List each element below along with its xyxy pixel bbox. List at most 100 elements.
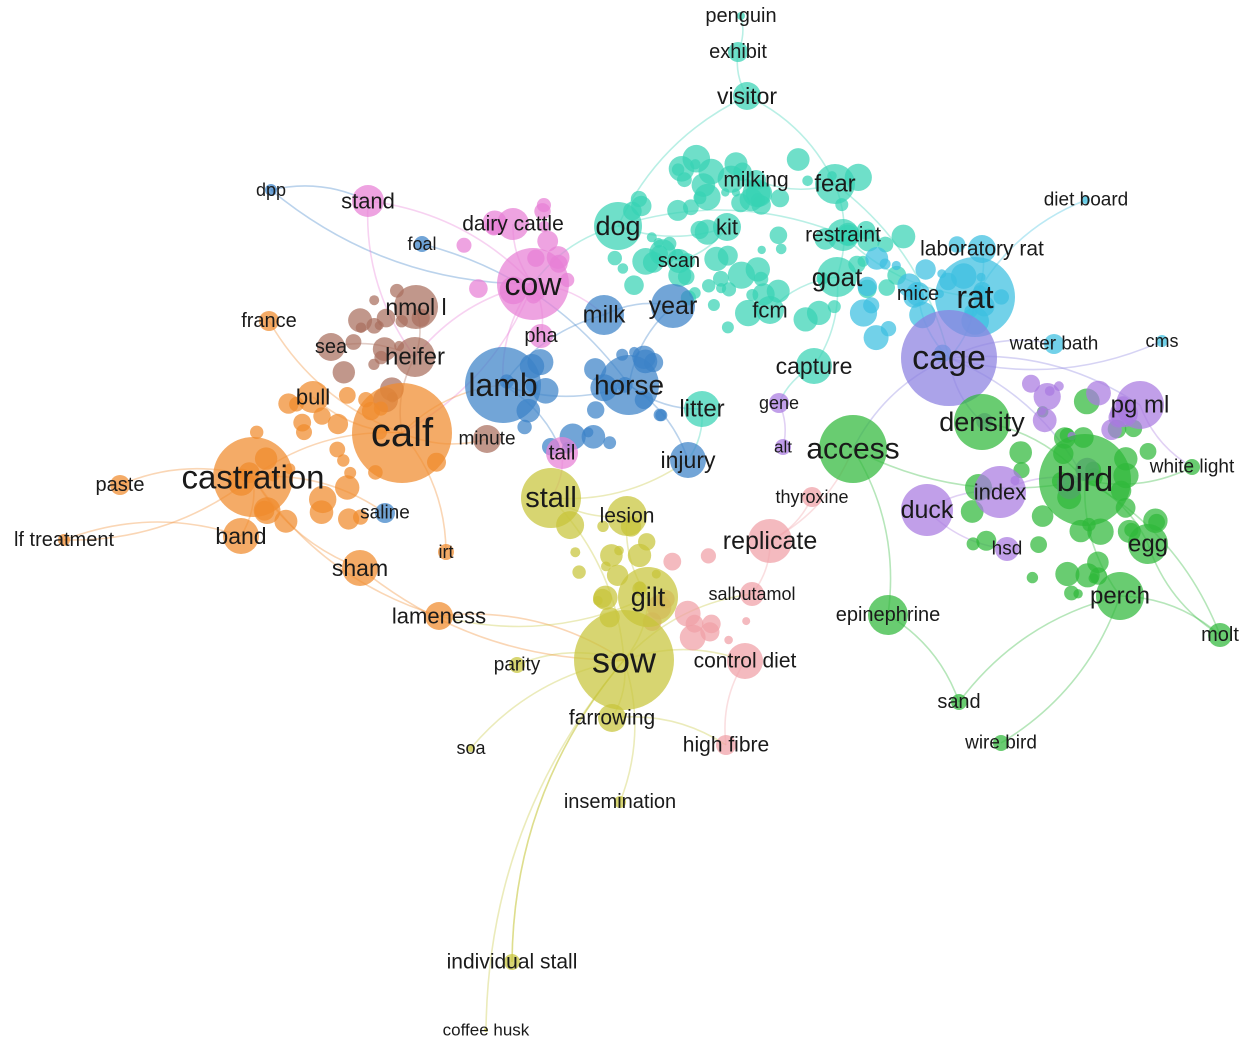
term-node-salbutamol[interactable] bbox=[740, 582, 764, 606]
term-node-visitor[interactable] bbox=[733, 82, 761, 110]
term-node-mice[interactable] bbox=[906, 282, 930, 306]
term-node-lameness[interactable] bbox=[425, 602, 453, 630]
term-node-high-fibre[interactable] bbox=[716, 735, 736, 755]
term-node-scan[interactable] bbox=[667, 249, 691, 273]
term-node-bull[interactable] bbox=[297, 381, 329, 413]
term-node-milking[interactable] bbox=[746, 170, 766, 190]
term-node-injury[interactable] bbox=[670, 442, 706, 478]
term-node-sham[interactable] bbox=[342, 550, 378, 586]
term-node-density[interactable] bbox=[954, 394, 1010, 450]
term-node-lamb[interactable] bbox=[465, 347, 541, 423]
term-node-minute[interactable] bbox=[473, 425, 501, 453]
term-node-dpp[interactable] bbox=[265, 184, 277, 196]
term-node-fear[interactable] bbox=[815, 164, 855, 204]
term-node-year[interactable] bbox=[651, 284, 695, 328]
term-node-stall[interactable] bbox=[521, 468, 581, 528]
term-label-pg-ml: pg ml bbox=[1111, 392, 1170, 419]
term-node-bird[interactable] bbox=[1039, 434, 1131, 526]
term-node-horse[interactable] bbox=[599, 355, 659, 415]
term-node-castration[interactable] bbox=[213, 437, 293, 517]
term-node-replicate[interactable] bbox=[748, 519, 792, 563]
background-node bbox=[335, 475, 360, 500]
term-node-pg-ml[interactable] bbox=[1116, 381, 1164, 429]
term-node-restraint[interactable] bbox=[827, 219, 859, 251]
term-node-duck[interactable] bbox=[901, 484, 953, 536]
term-node-epinephrine[interactable] bbox=[868, 595, 908, 635]
term-node-soa[interactable] bbox=[467, 744, 475, 752]
term-node-coffee-husk[interactable] bbox=[484, 1028, 488, 1032]
term-label-replicate: replicate bbox=[723, 527, 818, 555]
term-node-kit[interactable] bbox=[713, 213, 741, 241]
term-node-nmol-l[interactable] bbox=[394, 285, 438, 329]
term-node-access[interactable] bbox=[819, 415, 887, 483]
term-node-index[interactable] bbox=[974, 466, 1026, 518]
term-node-diet-board[interactable] bbox=[1082, 196, 1090, 204]
term-node-litter[interactable] bbox=[684, 391, 720, 427]
term-node-thyroxine[interactable] bbox=[802, 487, 822, 507]
term-node-calf[interactable] bbox=[352, 383, 452, 483]
term-node-gene[interactable] bbox=[769, 393, 789, 413]
term-node-farrowing[interactable] bbox=[598, 704, 626, 732]
term-node-band[interactable] bbox=[223, 518, 259, 554]
background-node bbox=[750, 193, 766, 208]
term-node-stand[interactable] bbox=[352, 185, 384, 217]
term-node-laboratory-rat[interactable] bbox=[968, 235, 996, 263]
term-node-foal[interactable] bbox=[414, 236, 430, 252]
term-node-cow[interactable] bbox=[497, 248, 569, 320]
term-node-dairy-cattle[interactable] bbox=[497, 208, 529, 240]
term-node-molt[interactable] bbox=[1208, 623, 1232, 647]
term-node-goat[interactable] bbox=[817, 257, 857, 297]
term-node-wire-bird[interactable] bbox=[993, 735, 1009, 751]
term-node-heifer[interactable] bbox=[395, 337, 435, 377]
background-node bbox=[597, 520, 609, 532]
term-node-saline[interactable] bbox=[375, 503, 395, 523]
term-node-sow[interactable] bbox=[574, 610, 674, 710]
term-label-visitor: visitor bbox=[717, 83, 777, 109]
term-node-parity[interactable] bbox=[509, 657, 525, 673]
term-label-scan: scan bbox=[658, 250, 700, 272]
network-edge bbox=[958, 595, 1121, 703]
term-node-egg[interactable] bbox=[1128, 524, 1168, 564]
term-label-stand: stand bbox=[341, 189, 395, 214]
term-label-cow: cow bbox=[505, 266, 563, 302]
background-node bbox=[724, 152, 748, 176]
term-node-perch[interactable] bbox=[1096, 572, 1144, 620]
background-node bbox=[769, 226, 788, 245]
term-node-sand[interactable] bbox=[951, 694, 967, 710]
term-node-paste[interactable] bbox=[110, 475, 130, 495]
background-node bbox=[517, 419, 532, 435]
term-node-individual-stall[interactable] bbox=[504, 954, 520, 970]
background-node bbox=[376, 308, 396, 328]
term-node-exhibit[interactable] bbox=[728, 42, 748, 62]
term-label-bull: bull bbox=[296, 385, 330, 410]
background-node bbox=[878, 279, 895, 296]
background-node bbox=[671, 163, 685, 176]
term-node-penguin[interactable] bbox=[737, 12, 745, 20]
term-label-capture: capture bbox=[776, 353, 853, 379]
term-node-fcm[interactable] bbox=[756, 296, 784, 324]
term-node-cage[interactable] bbox=[901, 310, 997, 406]
term-label-epinephrine: epinephrine bbox=[836, 604, 941, 626]
term-node-water-bath[interactable] bbox=[1044, 334, 1064, 354]
term-node-france[interactable] bbox=[259, 311, 279, 331]
term-node-lf-treatment[interactable] bbox=[58, 534, 70, 546]
term-node-control-diet[interactable] bbox=[727, 643, 763, 679]
background-node bbox=[662, 236, 677, 251]
background-node bbox=[250, 425, 264, 439]
term-node-alt[interactable] bbox=[775, 439, 791, 455]
term-node-irt[interactable] bbox=[438, 544, 454, 560]
term-label-egg: egg bbox=[1128, 531, 1168, 558]
term-node-hsd[interactable] bbox=[995, 537, 1019, 561]
term-node-lesion[interactable] bbox=[607, 496, 647, 536]
term-node-insemination[interactable] bbox=[614, 796, 626, 808]
term-node-tail[interactable] bbox=[546, 437, 578, 469]
background-node bbox=[702, 614, 721, 634]
background-node bbox=[716, 283, 727, 294]
term-node-cms[interactable] bbox=[1156, 335, 1168, 347]
term-node-milk[interactable] bbox=[584, 295, 624, 335]
term-node-sea[interactable] bbox=[317, 333, 345, 361]
term-node-pha[interactable] bbox=[529, 324, 553, 348]
term-node-dog[interactable] bbox=[594, 202, 642, 250]
term-node-white-light[interactable] bbox=[1184, 459, 1200, 475]
term-node-capture[interactable] bbox=[796, 348, 832, 384]
